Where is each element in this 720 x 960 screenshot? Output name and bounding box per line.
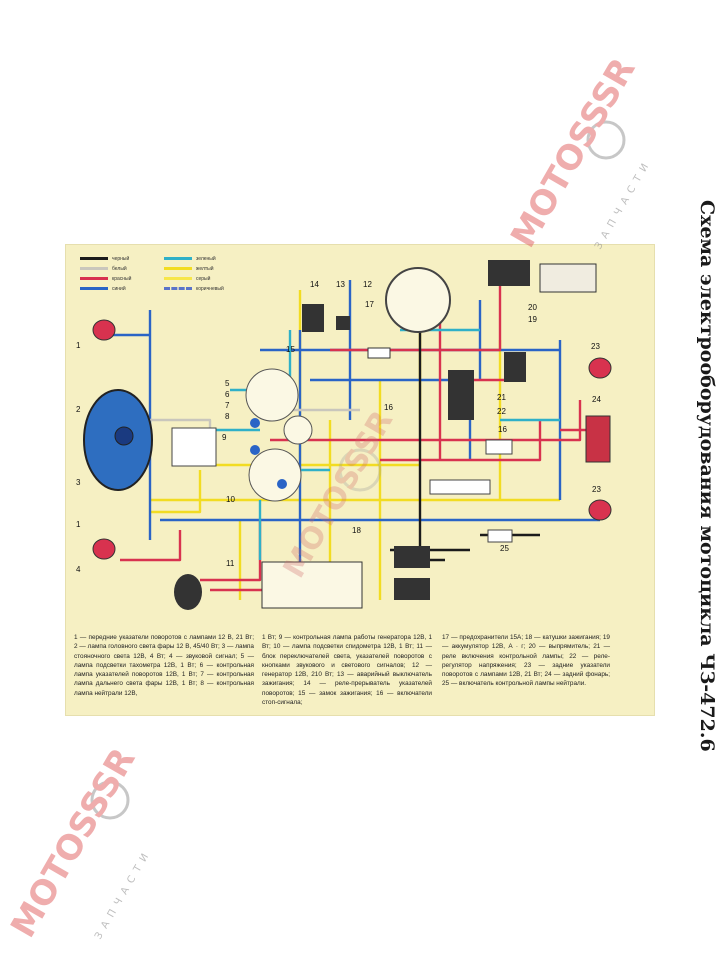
legend-swatch-red	[80, 277, 108, 281]
callout-label: 1	[76, 341, 81, 350]
front-turn-signal	[92, 319, 116, 341]
callout-label: 17	[365, 300, 374, 309]
callout-label: 13	[336, 280, 345, 289]
components	[83, 260, 612, 610]
headlamp-bulb	[114, 426, 134, 446]
generator	[385, 267, 451, 333]
callout-label: 8	[225, 412, 230, 421]
callout-label: 20	[528, 303, 537, 312]
caption-column-2: 1 Вт; 9 — контрольная лампа работы генер…	[262, 634, 432, 707]
ignition-coil	[394, 578, 430, 600]
legend-label: желтый	[196, 266, 214, 272]
speedometer	[248, 448, 302, 502]
legend-item: белый	[80, 266, 127, 272]
legend-item: красный	[80, 276, 131, 282]
legend-item: серый	[164, 276, 210, 282]
caption-column-3: 17 — предохранители 15А; 18 — катушки за…	[442, 634, 610, 688]
tachometer	[245, 368, 299, 422]
callouts: 1 2 3 1 4 5 6 7 8 9 10 11 12 13 14 15 16…	[76, 280, 601, 574]
rectifier	[488, 260, 530, 286]
callout-label: 19	[528, 315, 537, 324]
neutral-switch	[487, 529, 513, 543]
legend-swatch-brown	[164, 287, 192, 291]
callout-label: 25	[500, 544, 509, 553]
callout-label: 18	[352, 526, 361, 535]
legend-swatch-white	[80, 267, 108, 271]
caption-column-1: 1 — передние указатели поворотов с лампа…	[74, 634, 254, 697]
tail-lamp	[585, 415, 611, 463]
legend-label: синий	[112, 286, 126, 292]
callout-label: 6	[225, 390, 230, 399]
legend-swatch-green	[164, 257, 192, 261]
indicator-lamp	[250, 418, 260, 428]
kill-switch	[336, 316, 350, 330]
diagram-sheet: Схема электрооборудования мотоцикла ЧЗ-4…	[66, 200, 718, 752]
indicator-lamp	[277, 479, 287, 489]
connector-strip	[429, 479, 491, 495]
callout-label: 9	[222, 433, 227, 442]
callout-label: 16	[384, 403, 393, 412]
fuse-box	[367, 347, 391, 359]
wire-red	[120, 270, 600, 592]
stop-switch	[485, 439, 513, 455]
flasher-relay	[302, 304, 324, 332]
legend-item: зеленый	[164, 256, 216, 262]
callout-label: 15	[286, 345, 295, 354]
legend-swatch-blue	[80, 287, 108, 291]
legend-item: черный	[80, 256, 129, 262]
callout-label: 16	[498, 425, 507, 434]
rear-turn-signal	[588, 499, 612, 521]
legend-swatch-black	[80, 257, 108, 261]
regulator	[448, 370, 474, 420]
callout-label: 21	[497, 393, 506, 402]
legend-label: красный	[112, 276, 132, 282]
legend-item: коричневый	[164, 286, 224, 292]
legend-item: синий	[80, 286, 126, 292]
callout-label: 1	[76, 520, 81, 529]
legend-label: зеленый	[196, 256, 216, 262]
callout-label: 14	[310, 280, 319, 289]
callout-label: 10	[226, 495, 235, 504]
callout-label: 7	[225, 401, 230, 410]
callout-label: 23	[591, 342, 600, 351]
legend-swatch-grey	[164, 277, 192, 281]
callout-label: 5	[225, 379, 230, 388]
legend-swatch-yellow	[164, 267, 192, 271]
rear-turn-signal	[588, 357, 612, 379]
horn	[174, 574, 202, 610]
relay-21	[504, 352, 526, 382]
callout-label: 23	[592, 485, 601, 494]
callout-label: 3	[76, 478, 81, 487]
legend-item: желтый	[164, 266, 214, 272]
wire-black	[390, 330, 540, 562]
callout-label: 4	[76, 565, 81, 574]
callout-label: 24	[592, 395, 601, 404]
ignition-coil	[394, 546, 430, 568]
legend-label: черный	[112, 256, 130, 262]
legend-label: коричневый	[196, 286, 224, 292]
front-turn-signal	[92, 538, 116, 560]
legend-label: серый	[196, 276, 211, 282]
junction-block	[171, 427, 217, 467]
battery	[539, 263, 597, 293]
legend-label: белый	[112, 266, 127, 272]
light-switch-block	[261, 561, 363, 609]
callout-label: 12	[363, 280, 372, 289]
callout-label: 2	[76, 405, 81, 414]
callout-label: 11	[226, 559, 235, 568]
indicator-lamp	[250, 445, 260, 455]
callout-label: 22	[497, 407, 506, 416]
ignition-switch	[283, 415, 313, 445]
